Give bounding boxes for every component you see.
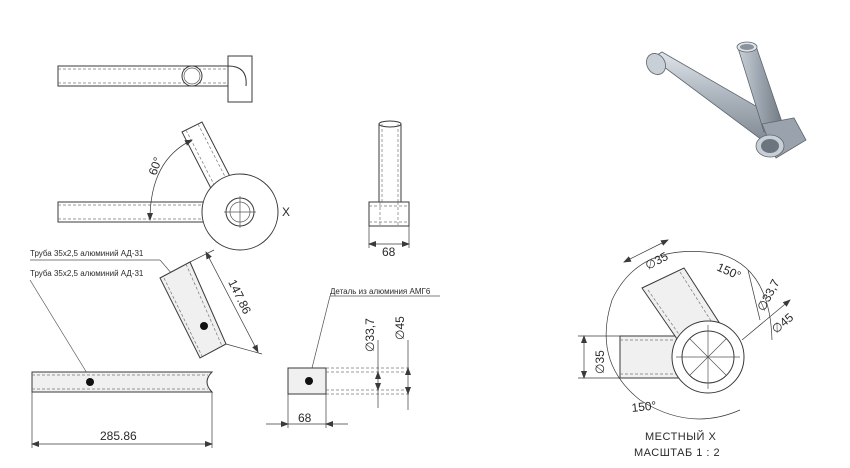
amg6-detail: Деталь из алюминия АМГ6 68 ∅33,7 ∅45 bbox=[266, 287, 440, 428]
local-caption-scale: МАСШТАБ 1 : 2 bbox=[634, 447, 720, 459]
side-dim-68: 68 bbox=[382, 245, 396, 259]
local-caption-title: МЕСТНЫЙ X bbox=[645, 430, 716, 443]
front-view: 60° X bbox=[57, 121, 290, 251]
amg6-marker bbox=[305, 377, 313, 385]
main-tube-marker bbox=[86, 378, 94, 386]
top-hole bbox=[181, 65, 203, 87]
dim-d33-7: ∅33,7 bbox=[363, 318, 377, 352]
side-view: 68 bbox=[368, 120, 410, 259]
amg6-dim-68: 68 bbox=[298, 411, 312, 425]
tube-note-1: Труба 35x2,5 алюминий АД-31 bbox=[30, 249, 144, 258]
view-x-marker: X bbox=[282, 205, 290, 219]
angle-60-label: 60° bbox=[146, 155, 165, 177]
local-dim-d35-left: ∅35 bbox=[593, 350, 607, 374]
side-block bbox=[368, 201, 410, 227]
dim-285-86: 285.86 bbox=[100, 429, 137, 443]
branch-tube-marker bbox=[200, 322, 208, 330]
tube-note-2: Труба 35x2,5 алюминий АД-31 bbox=[30, 269, 144, 278]
local-view-x: ∅35 150° ∅33,7 ∅45 ∅35 150° МЕСТНЫЙ X МА… bbox=[578, 239, 796, 459]
local-dim-d35-top: ∅35 bbox=[643, 249, 671, 273]
local-angle-150-bottom: 150° bbox=[631, 398, 657, 415]
tube-detail: Труба 35x2,5 алюминий АД-31 Труба 35x2,5… bbox=[29, 249, 263, 448]
isometric-view bbox=[646, 41, 807, 159]
local-dim-d33-7: ∅33,7 bbox=[754, 277, 782, 314]
part-note: Деталь из алюминия АМГ6 bbox=[330, 287, 431, 296]
local-angle-150-top: 150° bbox=[715, 260, 744, 283]
dim-d45: ∅45 bbox=[393, 316, 407, 340]
main-tube-part bbox=[31, 371, 214, 393]
top-view bbox=[57, 55, 253, 103]
top-end-block bbox=[227, 55, 253, 103]
branch-tube-part bbox=[159, 261, 227, 359]
